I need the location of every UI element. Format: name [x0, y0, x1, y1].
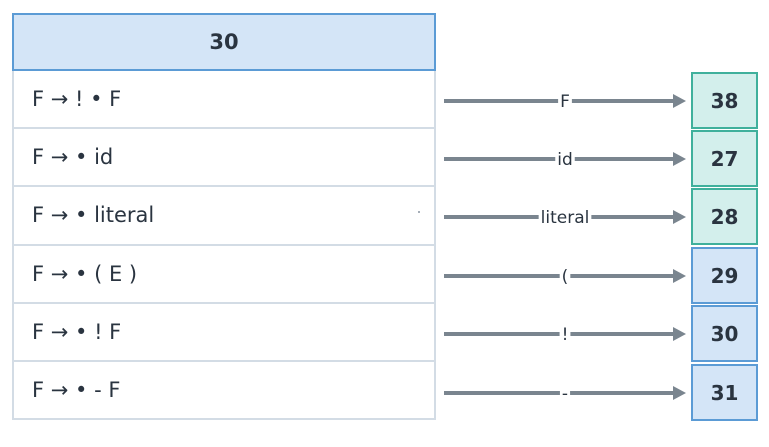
item-text: F → • id: [32, 145, 114, 170]
arrowhead-icon: [673, 327, 686, 341]
item-row: F → • id: [12, 129, 436, 188]
item-row: F → • literal: [12, 187, 436, 246]
item-text: F → ! • F: [32, 87, 122, 112]
transition-label: F: [560, 92, 570, 112]
arrowhead-icon: [673, 152, 686, 166]
item-text: F → • - F: [32, 378, 121, 403]
item-row: F → • ! F: [12, 303, 436, 362]
target-state-38: 38: [691, 72, 758, 129]
target-state-29: 29: [691, 247, 758, 304]
dot-mark: [418, 211, 420, 214]
item-row: F → ! • F: [12, 71, 436, 130]
arrowhead-icon: [673, 94, 686, 108]
arrowhead-icon: [673, 210, 686, 224]
item-row: F → • ( E ): [12, 245, 436, 304]
arrowhead-icon: [673, 269, 686, 283]
target-state-31: 31: [691, 364, 758, 421]
transition-label: !: [562, 325, 569, 345]
item-text: F → • ! F: [32, 319, 122, 344]
arrowhead-icon: [673, 386, 686, 400]
target-state-28: 28: [691, 188, 758, 245]
state-title: 30: [12, 13, 436, 71]
item-text: F → • ( E ): [32, 261, 138, 286]
item-row: F → • - F: [12, 361, 436, 421]
transition-label: -: [562, 384, 568, 404]
transition-label: literal: [541, 208, 590, 228]
target-state-27: 27: [691, 130, 758, 187]
target-state-30: 30: [691, 305, 758, 362]
item-text: F → • literal: [32, 203, 155, 228]
state-table: 30 F → ! • F F → • id F → • literal F → …: [12, 13, 436, 421]
transition-label: (: [562, 267, 569, 287]
transition-label: id: [557, 150, 573, 170]
